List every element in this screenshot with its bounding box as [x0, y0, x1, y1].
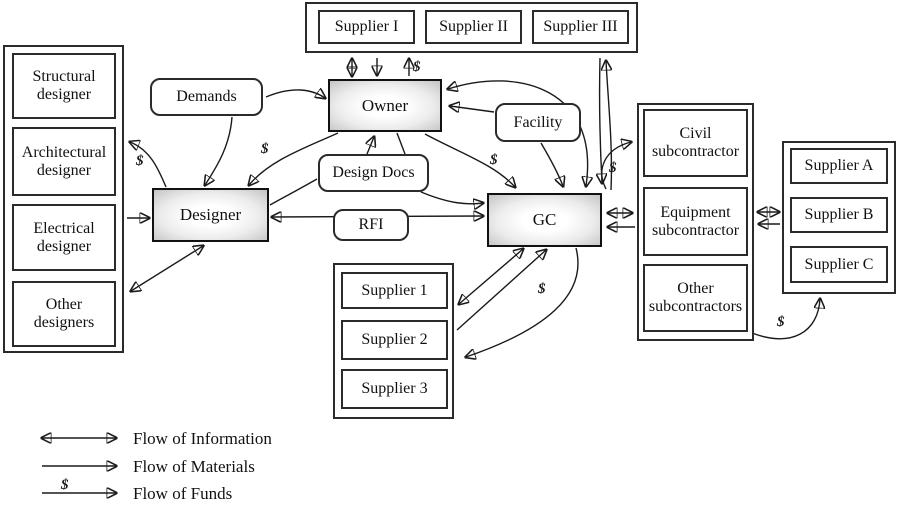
node-equipment-subcontractor: Equipment subcontractor — [643, 187, 748, 256]
funds-symbol-owner-gc: $ — [489, 152, 498, 168]
arrow-gc-owner-information-loop — [448, 80, 588, 186]
arrow-designdocs-to-owner — [367, 137, 374, 155]
node-gc: GC — [487, 193, 602, 247]
node-design-docs: Design Docs — [318, 154, 429, 192]
legend-materials-label: Flow of Materials — [133, 457, 255, 476]
funds-symbol-owner-designer: $ — [260, 141, 269, 157]
node-designer: Designer — [152, 188, 269, 242]
arrow-supplier3top-to-gc — [600, 57, 602, 183]
node-supplier-1: Supplier 1 — [341, 272, 448, 309]
legend-funds-symbol: $ — [60, 477, 69, 493]
node-owner: Owner — [328, 79, 442, 132]
node-supplier-iii: Supplier III — [532, 10, 629, 44]
line-designer-to-designdocs — [269, 178, 318, 206]
node-supplier-i: Supplier I — [318, 10, 415, 44]
arrow-designer-otherdesigners-information — [131, 246, 203, 291]
arrow-facility-to-owner — [450, 106, 495, 112]
arrow-supplier2-gc-materials — [456, 250, 546, 331]
node-rfi: RFI — [333, 209, 409, 241]
arrow-othersubs-abcsuppliers-funds — [751, 299, 820, 340]
funds-symbol-owner-suppliers: $ — [412, 59, 421, 75]
arrow-gc-civil-funds — [601, 142, 631, 190]
node-supplier-b: Supplier B — [790, 197, 888, 233]
arrow-owner-designer-funds — [249, 132, 339, 185]
node-supplier-3: Supplier 3 — [341, 369, 448, 409]
arrow-demands-to-designer — [205, 116, 233, 185]
node-electrical-designer: Electrical designer — [12, 204, 116, 271]
legend-funds-label: Flow of Funds — [133, 484, 233, 503]
node-architectural-designer: Architectural designer — [12, 127, 116, 196]
node-other-subcontractors: Other subcontractors — [643, 264, 748, 332]
node-supplier-c: Supplier C — [790, 246, 888, 283]
arrow-gc-to-supplier3top — [606, 61, 613, 191]
node-supplier-2: Supplier 2 — [341, 320, 448, 360]
arrow-facility-to-gc — [540, 142, 563, 186]
arrow-gc-suppliers-funds — [466, 247, 579, 357]
arrow-owner-gc-funds — [424, 133, 515, 187]
node-other-designers: Other designers — [12, 281, 116, 347]
legend-information-label: Flow of Information — [133, 429, 272, 448]
node-structural-designer: Structural designer — [12, 53, 116, 119]
funds-symbol-gc-suppliers: $ — [537, 281, 546, 297]
funds-symbol-othersubs-abc: $ — [776, 314, 785, 330]
node-facility: Facility — [495, 103, 581, 142]
funds-symbol-gc-civil: $ — [608, 160, 617, 176]
node-supplier-ii: Supplier II — [425, 10, 522, 44]
node-civil-subcontractor: Civil subcontractor — [643, 109, 748, 177]
line-owner-to-designdocs — [396, 132, 406, 155]
node-supplier-a: Supplier A — [790, 148, 888, 184]
node-demands: Demands — [150, 78, 263, 116]
funds-symbol-designer-designers: $ — [135, 153, 144, 169]
arrow-gc-supplier1-information — [459, 249, 523, 304]
arrow-demands-to-owner — [265, 90, 325, 98]
arrow-designer-designers-funds — [130, 142, 167, 188]
arrow-designdocs-to-gc — [420, 191, 483, 204]
